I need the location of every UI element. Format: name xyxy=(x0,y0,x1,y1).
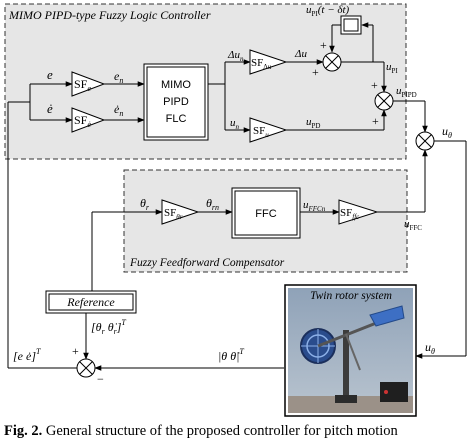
ffc-region-title: Fuzzy Feedforward Compensator xyxy=(129,257,285,269)
fb-minus-sign: − xyxy=(97,372,104,386)
upi-label: uPI xyxy=(386,61,398,75)
sf-theta-gain xyxy=(161,199,200,225)
flc-block-inner xyxy=(146,66,206,138)
flc-line1: MIMO xyxy=(161,79,191,91)
un-label: un xyxy=(230,117,240,131)
edot-label: ė xyxy=(47,101,53,116)
edotn-label: ėn xyxy=(114,102,123,118)
pipd-sign-top: + xyxy=(371,78,378,92)
sf-u-gain xyxy=(249,117,288,143)
u-pi-delay-label: uPI(t − δt) xyxy=(306,4,350,18)
sf-ffc-label: SFffc xyxy=(340,207,360,221)
flc-line2: PIPD xyxy=(163,96,189,108)
caption-text: General structure of the proposed contro… xyxy=(42,423,398,439)
pi-sum-sign-left: + xyxy=(312,65,319,79)
sf-edot-label: SFė xyxy=(74,113,91,129)
sf-e-gain xyxy=(71,71,106,97)
du-n-label: Δun xyxy=(227,49,244,63)
twin-rotor-title: Twin rotor system xyxy=(310,290,392,302)
en-label: en xyxy=(114,69,123,85)
upd-label: uPD xyxy=(306,116,320,130)
error-vector-label: [e ė]T xyxy=(13,347,41,363)
e-label: e xyxy=(47,67,53,82)
sf-edot-gain xyxy=(71,107,106,133)
sf-du-gain xyxy=(249,49,288,75)
ffc-block-inner xyxy=(234,190,298,236)
flc-line3: FLC xyxy=(166,113,187,125)
figure-caption: Fig. 2. General structure of the propose… xyxy=(4,423,472,440)
upipd-label: uPIPD xyxy=(396,85,417,99)
flc-region-title: MIMO PIPD-type Fuzzy Logic Controller xyxy=(8,8,211,22)
ref-vector-label: [θr θ̇r]T xyxy=(91,318,126,336)
utheta-bottom-label: uθ xyxy=(425,340,435,356)
u-ffcn-label: uFFCn xyxy=(303,199,326,213)
sf-u-label: SFu xyxy=(253,125,269,139)
state-vector-label: |θ θ̇|T xyxy=(218,347,244,363)
pipd-sign-bottom: + xyxy=(372,114,379,128)
caption-label: Fig. 2. xyxy=(4,423,43,439)
utheta-top-label: uθ xyxy=(442,124,452,140)
sf-ffc-gain xyxy=(338,199,379,225)
theta-rn-label: θrn xyxy=(206,196,219,212)
twin-rotor-photo: Twin rotor system xyxy=(284,284,417,417)
ffc-block-label: FFC xyxy=(255,208,276,220)
sf-e-label: SFe xyxy=(74,77,91,93)
reference-label: Reference xyxy=(66,295,115,309)
sf-theta-label: SFθr xyxy=(164,207,183,221)
pi-sum-sign-top: + xyxy=(320,38,327,52)
theta-r-label: θr xyxy=(140,196,150,212)
reference-block-inner xyxy=(48,293,134,311)
du-label: Δu xyxy=(294,48,307,60)
sf-du-label: SFΔu xyxy=(251,57,272,71)
ref-plus-sign: + xyxy=(72,344,79,358)
u-ffc-label: uFFC xyxy=(404,218,422,232)
